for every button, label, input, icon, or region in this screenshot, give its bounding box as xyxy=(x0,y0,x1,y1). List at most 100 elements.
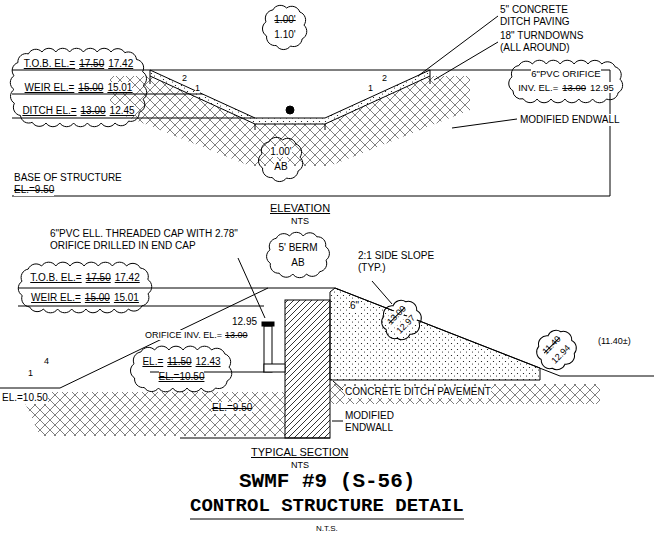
cloud-outline xyxy=(130,346,233,392)
cloud-line: EL.=10.50 xyxy=(142,371,221,383)
revision-cloud: 5' BERM AB xyxy=(266,232,330,278)
level-label: 13.00 xyxy=(225,330,248,340)
elevation-value: 1.00' xyxy=(270,146,291,157)
cloud-line: 1.00' xyxy=(274,14,296,26)
cloud-line: AB xyxy=(278,257,318,269)
cloud-line: WEIR EL.=15.00 15.01 xyxy=(22,82,135,94)
cloud-line: 1.00' xyxy=(270,146,292,158)
elevation-value: 1.10' xyxy=(274,29,295,40)
cloud-content: 6"PVC ORIFICE INV. EL.= 13.00 12.95 xyxy=(508,60,624,103)
elevation-value: 15.01 xyxy=(107,82,132,93)
revision-cloud: 6"PVC ORIFICE INV. EL.= 13.00 12.95 xyxy=(508,60,624,103)
cloud-outline-path xyxy=(373,292,429,348)
slope-ratio: 4 xyxy=(44,356,49,366)
elevation-value: T.O.B. EL.= xyxy=(30,272,81,283)
callout-note: 5" CONCRETE DITCH PAVING xyxy=(500,4,586,27)
elevation-value: 1.00' xyxy=(274,14,295,25)
cloud-line: EL.= 11.50 12.43 xyxy=(142,356,221,368)
dimension: 6" xyxy=(350,300,359,312)
cloud-outline-path xyxy=(18,262,151,313)
elevation-value: 15.00 xyxy=(85,292,110,303)
cloud-outline xyxy=(262,4,308,50)
cloud-outline-path xyxy=(267,232,330,277)
cloud-content: 1.00' AB xyxy=(258,136,304,182)
cloud-outline-path xyxy=(509,60,623,102)
revision-cloud: EL.= 11.50 12.43EL.=10.50 xyxy=(130,346,233,392)
cloud-line: INV. EL.= 13.00 12.95 xyxy=(518,83,614,94)
elevation-value: AB xyxy=(274,161,287,172)
elevation-value: 12.43 xyxy=(196,356,221,367)
scale-note: NTS xyxy=(291,216,309,226)
elevation-value: 12.95 xyxy=(232,316,257,328)
level-label: BASE OF STRUCTURE xyxy=(14,172,122,184)
cloud-outline-path xyxy=(528,322,584,378)
view-title: ELEVATION xyxy=(270,202,330,215)
elevation-value: 13.00 xyxy=(81,105,106,116)
callout-note: 2:1 SIDE SLOPE (TYP.) xyxy=(358,250,438,273)
callout-note: 6"PVC ELL. THREADED CAP WITH 2.78" ORIFI… xyxy=(50,228,240,251)
cloud-outline xyxy=(266,232,330,278)
elevation-value: 17.50 xyxy=(79,58,104,69)
elevation-value: 13.00 xyxy=(562,82,586,93)
level-label: (11.40±) xyxy=(598,336,631,346)
scale-note: N.T.S. xyxy=(316,524,338,533)
cloud-content: T.O.B. EL.= 17.50 17.42WEIR EL.= 15.00 15.01 xyxy=(18,262,152,313)
elevation-value: INV. EL.= xyxy=(518,82,558,93)
callout-note: MODIFIED ENDWALL xyxy=(520,114,620,126)
callout-note: CONCRETE DITCH PAVEMENT xyxy=(345,386,491,398)
cloud-outline-path xyxy=(10,48,146,126)
scale-note: NTS xyxy=(291,460,309,470)
elevation-value: 15.00 xyxy=(78,82,103,93)
elevation-value: 17.42 xyxy=(115,272,140,283)
elevation-value: WEIR EL.= xyxy=(25,82,75,93)
slope-ratio: 1 xyxy=(195,83,200,93)
level-label: EL.=9.50 xyxy=(212,402,252,414)
elevation-value: 11.50 xyxy=(167,356,191,367)
revision-cloud: T.O.B. EL.= 17.50 17.42WEIR EL.=15.00 15.01… xyxy=(10,48,147,127)
cloud-line: WEIR EL.= 15.00 15.01 xyxy=(30,292,140,304)
elevation-value: T.O.B. EL.= xyxy=(24,58,75,69)
cloud-line: T.O.B. EL.= 17.50 17.42 xyxy=(30,272,140,284)
slope-ratio: 1 xyxy=(28,368,33,378)
cloud-content: T.O.B. EL.= 17.50 17.42WEIR EL.=15.00 15.01… xyxy=(10,48,147,127)
elevation-value: 12.95 xyxy=(590,82,614,93)
elevation-value: 15.01 xyxy=(114,292,139,303)
drawing-title: SWMF #9 (S-56) xyxy=(239,470,415,494)
cloud-content: 1.00' 1.10' xyxy=(262,4,308,50)
slope-ratio: 2 xyxy=(382,73,387,83)
slope-ratio: 2 xyxy=(182,73,187,83)
view-title: TYPICAL SECTION xyxy=(251,446,348,459)
revision-cloud: 1.00' AB xyxy=(258,136,304,182)
level-label: EL.=10.50 xyxy=(2,392,48,404)
cloud-outline xyxy=(18,262,152,313)
level-label: EL.=9.50 xyxy=(14,184,54,196)
cloud-outline-path xyxy=(258,137,302,181)
cloud-line: DITCH EL.= 13.00 12.45 xyxy=(22,105,135,117)
level-label: ORIFICE INV. EL.= xyxy=(145,330,222,340)
elevation-value: AB xyxy=(291,257,304,268)
revision-cloud: 1.00' 1.10' xyxy=(262,4,308,50)
cloud-line: 6"PVC ORIFICE xyxy=(518,69,614,80)
elevation-value: 5' BERM xyxy=(278,242,317,253)
cloud-outline-path xyxy=(262,5,306,49)
cloud-line: T.O.B. EL.= 17.50 17.42 xyxy=(22,58,135,70)
elevation-value: 17.42 xyxy=(108,58,133,69)
cloud-content: EL.= 11.50 12.43EL.=10.50 xyxy=(130,346,233,392)
elevation-value: EL.= xyxy=(142,356,163,367)
slope-ratio: 1 xyxy=(368,83,373,93)
cloud-line: 5' BERM xyxy=(278,242,318,254)
elevation-value: 12.45 xyxy=(110,105,135,116)
cloud-outline xyxy=(258,136,304,182)
drawing-title: CONTROL STRUCTURE DETAIL xyxy=(190,496,464,518)
cloud-content: 5' BERM AB xyxy=(266,232,330,278)
elevation-value: 6"PVC ORIFICE xyxy=(531,68,600,79)
elevation-value: WEIR EL.= xyxy=(31,292,81,303)
cloud-line: AB xyxy=(270,161,292,173)
callout-note: MODIFIED ENDWALL xyxy=(345,410,407,433)
cloud-line: 1.10' xyxy=(274,29,296,41)
revision-cloud: T.O.B. EL.= 17.50 17.42WEIR EL.= 15.00 15.01 xyxy=(18,262,152,313)
elevation-value: 17.50 xyxy=(86,272,111,283)
callout-note: 18" TURNDOWNS (ALL AROUND) xyxy=(500,30,592,53)
elevation-value: DITCH EL.= xyxy=(22,105,76,116)
elevation-value: EL.=10.50 xyxy=(159,371,205,382)
